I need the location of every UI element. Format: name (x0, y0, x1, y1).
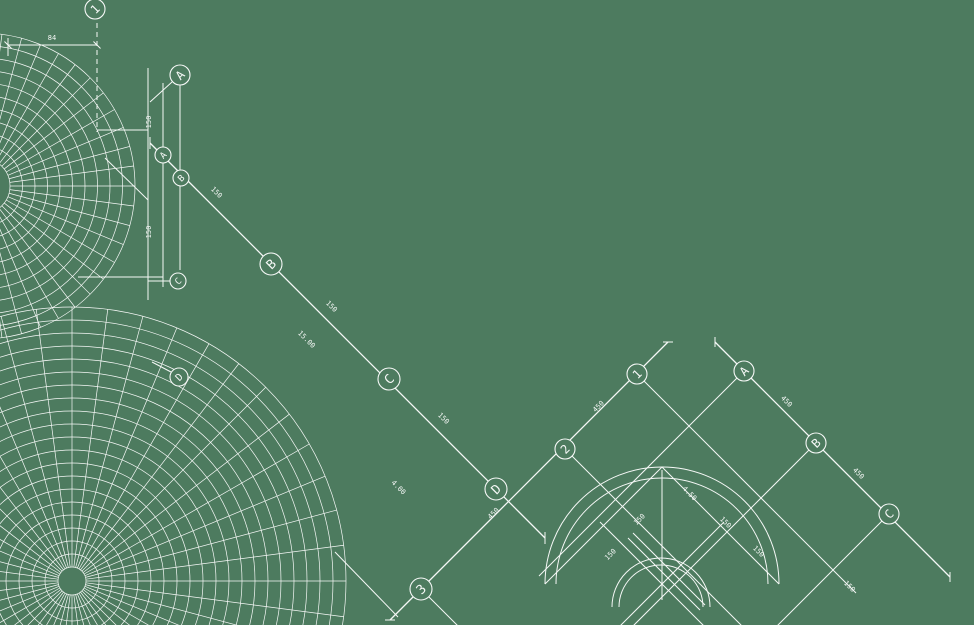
svg-text:84: 84 (48, 34, 56, 42)
svg-text:150: 150 (145, 226, 153, 239)
svg-text:150: 150 (718, 515, 733, 530)
svg-text:450: 450 (851, 466, 866, 481)
svg-text:15.00: 15.00 (296, 329, 317, 350)
svg-text:150: 150 (632, 512, 647, 527)
svg-text:450: 450 (486, 506, 501, 521)
svg-text:4.00: 4.00 (390, 479, 408, 497)
svg-text:150: 150 (209, 185, 224, 200)
svg-text:C: C (173, 276, 184, 287)
svg-text:450: 450 (779, 394, 794, 409)
svg-text:450: 450 (591, 399, 606, 414)
svg-text:4.50: 4.50 (681, 485, 699, 503)
svg-text:150: 150 (436, 411, 451, 426)
svg-text:150: 150 (145, 116, 153, 129)
svg-text:150: 150 (603, 547, 618, 562)
svg-text:B: B (176, 173, 187, 184)
svg-text:150: 150 (751, 544, 766, 559)
svg-text:150: 150 (324, 299, 339, 314)
svg-text:A: A (158, 150, 169, 161)
